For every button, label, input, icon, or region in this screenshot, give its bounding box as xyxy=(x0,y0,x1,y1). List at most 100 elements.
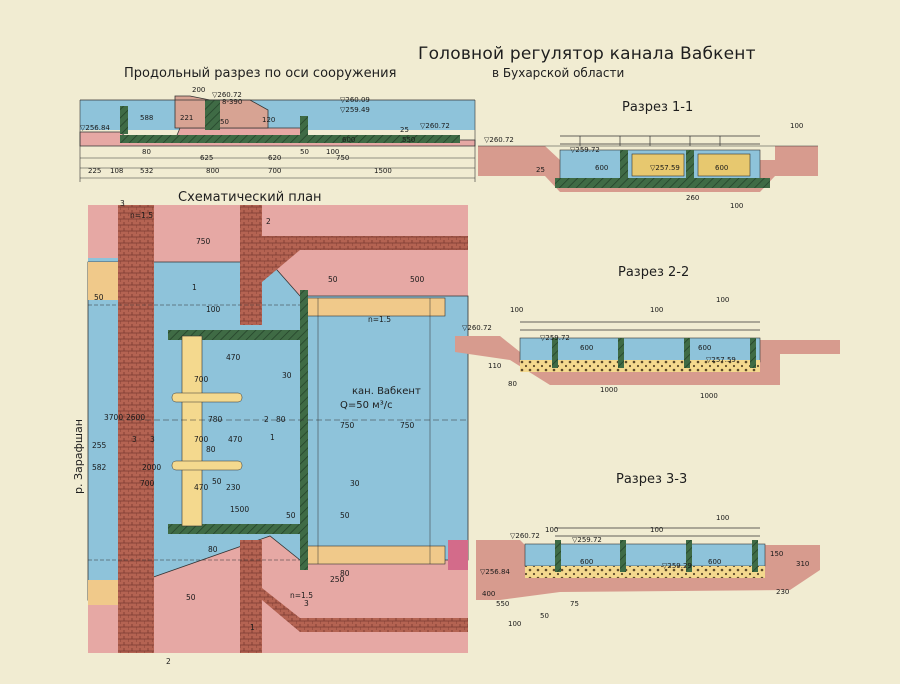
dimension-label: 100 xyxy=(510,306,523,314)
dimension-label: 3 xyxy=(132,435,137,444)
dimension-label: ▽260.72 xyxy=(510,532,540,540)
dimension-label: 50 xyxy=(340,511,350,520)
dimension-label: 80 xyxy=(340,569,350,578)
dimension-label: 780 xyxy=(208,415,223,424)
dimension-label: 700 xyxy=(194,375,209,384)
dimension-label: 100 xyxy=(650,526,663,534)
dimension-label: 150 xyxy=(770,550,783,558)
dimension-label: 75 xyxy=(570,600,579,608)
dimension-label: ▽260.72 xyxy=(484,136,514,144)
dimension-label: 600 xyxy=(708,558,721,566)
dimension-label: 30 xyxy=(282,371,292,380)
dimension-label: 255 xyxy=(92,441,107,450)
section-2-heading: Разрез 2-2 xyxy=(618,265,690,280)
page-subtitle: в Бухарской области xyxy=(492,66,625,80)
dimension-label: 2000 xyxy=(142,463,161,472)
dimension-label: 100 xyxy=(650,306,663,314)
dimension-label: 50 xyxy=(220,118,229,126)
dimension-label: 200 xyxy=(192,86,205,94)
dimension-label: 750 xyxy=(400,421,415,430)
dimension-label: 80 xyxy=(142,148,151,156)
dimension-label: 50 xyxy=(328,275,338,284)
dimension-label: 600 xyxy=(342,136,355,144)
dimension-label: 3 xyxy=(150,435,155,444)
dimension-label: 750 xyxy=(196,237,211,246)
dimension-label: 600 xyxy=(715,164,728,172)
dimension-label: 230 xyxy=(226,483,241,492)
longitudinal-heading: Продольный разрез по оси сооружения xyxy=(124,66,397,81)
dimension-label: 600 xyxy=(580,344,593,352)
dimension-label: 50 xyxy=(186,593,196,602)
dimension-label: 550 xyxy=(402,136,415,144)
dimension-label: ▽256.84 xyxy=(480,568,510,576)
dimension-label: ▽260.72 xyxy=(462,324,492,332)
dimension-label: 221 xyxy=(180,114,193,122)
dimension-label: ▽256.84 xyxy=(80,124,110,132)
dimension-label: 600 xyxy=(580,558,593,566)
dimension-label: 1000 xyxy=(700,392,718,400)
dimension-label: 80 xyxy=(206,445,216,454)
dimension-label: 470 xyxy=(228,435,243,444)
dimension-label: 550 xyxy=(496,600,509,608)
dimension-label: 225 xyxy=(88,167,101,175)
dimension-label: 25 xyxy=(536,166,545,174)
dimension-label: ▽257.59 xyxy=(706,356,736,364)
dimension-label: 100 xyxy=(716,514,729,522)
dimension-label: 100 xyxy=(545,526,558,534)
dimension-label: 1 xyxy=(192,283,197,292)
dimension-label: 700 xyxy=(194,435,209,444)
dimension-label: ▽260.72 xyxy=(420,122,450,130)
dimension-label: 1 xyxy=(250,623,255,632)
dimension-label: 1000 xyxy=(600,386,618,394)
dimension-label: 2600 xyxy=(126,413,145,422)
dimension-label: 1500 xyxy=(230,505,249,514)
dimension-label: 3 xyxy=(304,599,309,608)
dimension-label: 250 xyxy=(330,575,345,584)
dimension-label: ▽260.72 xyxy=(212,91,242,99)
discharge-label: Q=50 м³/с xyxy=(340,400,393,411)
dimension-label: 800 xyxy=(206,167,219,175)
dimension-label: 500 xyxy=(410,275,425,284)
dimension-label: 50 xyxy=(540,612,549,620)
dimension-label: ▽259.49 xyxy=(340,106,370,114)
dimension-label: 100 xyxy=(716,296,729,304)
dimension-label: ▽260.09 xyxy=(340,96,370,104)
dimension-label: ▽259.72 xyxy=(570,146,600,154)
dimension-label: 100 xyxy=(326,148,339,156)
dimension-label: 100 xyxy=(790,122,803,130)
dimension-label: 700 xyxy=(268,167,281,175)
dimension-label: 50 xyxy=(212,477,222,486)
dimension-label: 100 xyxy=(206,305,221,314)
dimension-label: 30 xyxy=(350,479,360,488)
dimension-label: 80 xyxy=(208,545,218,554)
dimension-label: 400 xyxy=(482,590,495,598)
dimension-label: 50 xyxy=(300,148,309,156)
dimension-label: 120 xyxy=(262,116,275,124)
dimension-label: 100 xyxy=(730,202,743,210)
dimension-label: 108 xyxy=(110,167,123,175)
dimension-label: 2 xyxy=(166,657,171,666)
dimension-label: 600 xyxy=(698,344,711,352)
dimension-label: 620 xyxy=(268,154,281,162)
page-title: Головной регулятор канала Вабкент xyxy=(418,44,756,64)
dimension-label: ▽259.72 xyxy=(540,334,570,342)
dimension-label: 1 xyxy=(270,433,275,442)
dimension-label: ▽259.72 xyxy=(572,536,602,544)
dimension-label: n=1.5 xyxy=(130,211,153,220)
river-label: р. Зарафшан xyxy=(72,419,85,494)
dimension-label: 532 xyxy=(140,167,153,175)
dimension-label: 310 xyxy=(796,560,809,568)
dimension-label: 80 xyxy=(508,380,517,388)
dimension-label: 50 xyxy=(286,511,296,520)
dimension-label: 25 xyxy=(400,126,409,134)
dimension-label: ▽257.59 xyxy=(650,164,680,172)
dimension-label: 470 xyxy=(226,353,241,362)
canal-label: кан. Вабкент xyxy=(352,386,421,397)
dimension-label: 2 xyxy=(264,415,269,424)
dimension-label: 3700 xyxy=(104,413,123,422)
dimension-label: 1500 xyxy=(374,167,392,175)
